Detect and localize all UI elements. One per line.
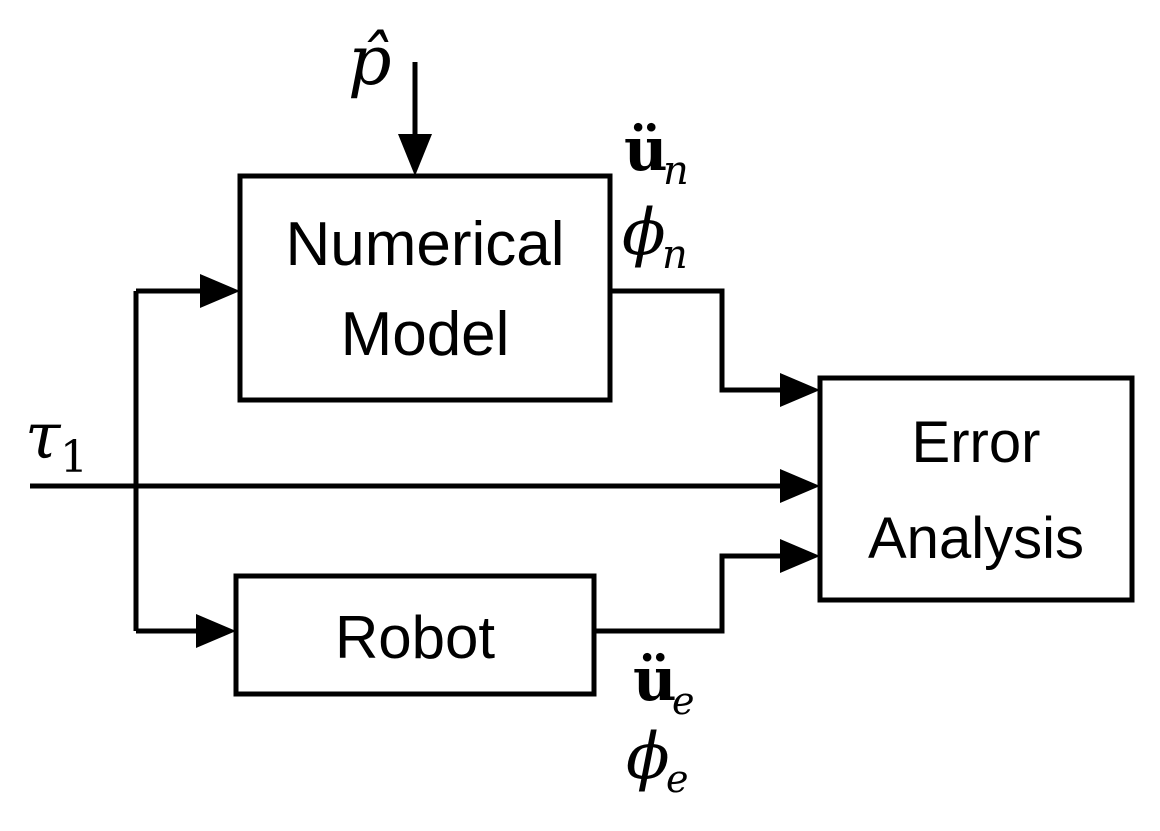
numerical-model-label-line1: Numerical — [285, 210, 564, 279]
error-analysis-label-line1: Error — [912, 410, 1041, 475]
phi-n-symbol: ϕ — [622, 196, 666, 270]
tau-subscript: 1 — [60, 432, 88, 483]
error-analysis-box — [817, 375, 1135, 603]
phi-e-subscript: e — [666, 757, 689, 801]
numerical-model-output-line — [610, 288, 784, 393]
error-analysis-label-line2: Analysis — [868, 506, 1084, 571]
p-hat-arrowhead-icon — [398, 134, 432, 176]
robot-output-arrowhead-icon — [780, 539, 820, 573]
robot-input-arrowhead-icon — [196, 614, 236, 648]
robot-output-line — [594, 553, 784, 634]
phi-e-symbol: ϕ — [626, 720, 670, 794]
u-ddot-n-symbol: ü — [624, 115, 668, 185]
numerical-model-label-line2: Model — [341, 300, 510, 369]
u-ddot-e-subscript: e — [672, 679, 695, 723]
robot-label: Robot — [335, 604, 495, 671]
tau-arrowhead-icon — [780, 469, 820, 503]
numerical-model-input-arrowhead-icon — [200, 274, 240, 308]
p-hat-label: p̂ — [348, 22, 392, 101]
u-ddot-e-symbol: ü — [633, 645, 677, 715]
robot-box — [233, 573, 597, 697]
tau-symbol: τ — [25, 400, 62, 474]
numerical-model-output-arrowhead-icon — [780, 373, 820, 407]
phi-n-subscript: n — [662, 232, 688, 278]
numerical-model-box — [237, 173, 613, 403]
u-ddot-n-subscript: n — [663, 148, 689, 194]
